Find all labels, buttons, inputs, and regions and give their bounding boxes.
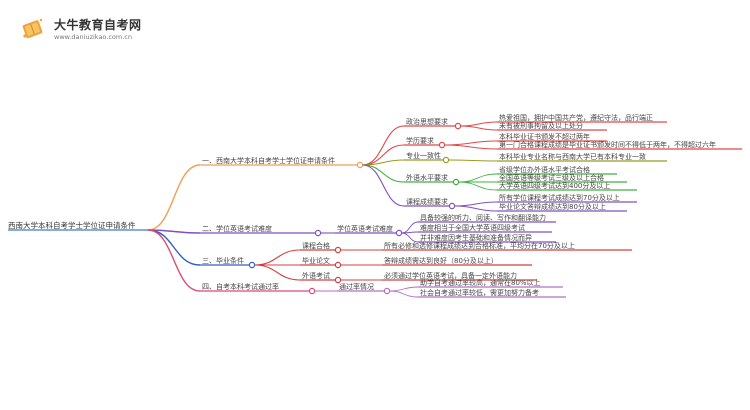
leaf-2-1-3: 并非难度因考生基础和准备情况而异 — [420, 233, 532, 242]
child-1-5-label: 课程成绩要求 — [406, 197, 448, 206]
child-1-1-node — [454, 122, 462, 130]
child-connector-3-3 — [254, 264, 301, 281]
child-1-5-node — [448, 202, 456, 210]
leaf-4-1-2: 社会自考通过率较低，需更加努力备考 — [420, 288, 539, 297]
leaf-1-4-2: 全国英语等级考试三级及以上合格 — [499, 173, 604, 182]
child-2-1-node — [395, 229, 403, 237]
child-connector-1-5 — [362, 164, 405, 207]
child-3-3-node — [334, 276, 342, 284]
child-3-3-label: 外语考试 — [302, 271, 330, 280]
leaf-connector-1-4-1 — [458, 173, 498, 183]
leaf-connector-1-3-1 — [448, 159, 498, 162]
branch-connector-4 — [147, 229, 201, 292]
leaf-3-3-1: 必须通过学位英语考试，具备一定外语能力 — [384, 271, 517, 280]
branch-3-label: 三、毕业条件 — [202, 256, 244, 265]
child-connector-1-4 — [362, 164, 405, 183]
child-connector-1-3 — [362, 159, 405, 166]
child-1-4-label: 外语水平要求 — [406, 173, 448, 182]
brand-url: www.daniuzikao.com.cn — [54, 33, 132, 41]
branch-4-node — [308, 287, 316, 295]
branch-1-node — [356, 161, 364, 169]
leaf-connector-1-1-2 — [460, 125, 498, 131]
leaf-1-1-2: 未有被刑事拘留及以上处分 — [499, 121, 583, 130]
leaf-3-1-1: 所有必修和选修课程成绩达到合格标准，平均分在70分及以上 — [384, 241, 575, 250]
child-connector-3-1 — [254, 249, 301, 266]
leaf-1-4-1: 省级学位办外语水平考试合格 — [499, 165, 590, 174]
leaf-connector-1-4-3 — [458, 181, 498, 191]
leaf-connector-1-2-2 — [444, 144, 498, 150]
leaf-1-1-1: 热爱祖国，拥护中国共产党，遵纪守法，品行端正 — [499, 113, 653, 122]
leaf-connector-4-1-2 — [389, 290, 419, 298]
leaf-connector-1-1-1 — [460, 121, 498, 127]
leaf-connector-2-1-3 — [401, 232, 419, 243]
leaf-2-1-2: 难度相当于全国大学英语四级考试 — [420, 223, 525, 232]
leaf-1-2-2: 第一门合格课程成绩是毕业证书颁发时间不得低于两年，不得超过六年 — [499, 140, 716, 149]
child-1-2-label: 学历要求 — [406, 136, 434, 145]
child-1-3-label: 专业一致性 — [406, 151, 441, 160]
leaf-1-4-3: 大学英语四级考试达到400分及以上 — [499, 181, 610, 190]
leaf-connector-2-1-1 — [401, 221, 419, 234]
branch-3-node — [248, 261, 256, 269]
leaf-1-2-1: 本科毕业证书颁发不超过两年 — [499, 132, 590, 141]
brand-name: 大牛教育自考网 — [54, 18, 142, 32]
leaf-1-5-2: 毕业论文答辩成绩达到80分及以上 — [499, 202, 606, 211]
leaf-connector-1-5-2 — [454, 205, 498, 212]
child-3-1-label: 课程合格 — [302, 241, 330, 250]
branch-2-label: 二、学位英语考试难度 — [202, 224, 272, 233]
leaf-3-2-1: 答辩成绩需达到良好（80分及以上） — [384, 256, 498, 265]
leaf-connector-1-2-1 — [444, 140, 498, 146]
root-topic: 西南大学本科自考学士学位证申请条件 — [8, 220, 136, 230]
branch-4-label: 四、自考本科考试通过率 — [202, 282, 279, 291]
leaf-connector-4-1-1 — [389, 286, 419, 292]
branch-1-label: 一、西南大学本科自考学士学位证申请条件 — [202, 156, 335, 165]
child-1-4-node — [452, 178, 460, 186]
child-3-1-node — [334, 246, 342, 254]
leaf-1-3-1: 本科毕业专业名称与西南大学已有本科专业一致 — [499, 152, 646, 161]
child-4-1-label: 通过率情况 — [339, 282, 374, 291]
leaf-2-1-1: 具备较强的听力、阅读、写作和翻译能力 — [420, 213, 546, 222]
child-connector-1-1 — [362, 125, 405, 166]
child-2-1-label: 学位英语考试难度 — [337, 224, 393, 233]
child-1-2-node — [438, 141, 446, 149]
branch-2-node — [314, 229, 322, 237]
child-4-1-node — [383, 287, 391, 295]
open-book-logo-icon — [22, 18, 43, 39]
child-3-2-node — [334, 261, 342, 269]
child-3-2-label: 毕业论文 — [302, 256, 330, 265]
leaf-4-1-1: 助学自考通过率较高，通常在80%以上 — [420, 278, 541, 287]
leaf-connector-1-5-1 — [454, 201, 498, 207]
leaf-1-5-1: 所有学位课程考试成绩达到70分及以上 — [499, 193, 620, 202]
branch-connector-1 — [147, 164, 201, 231]
child-1-1-label: 政治思想要求 — [406, 117, 448, 126]
child-1-3-node — [442, 156, 450, 164]
